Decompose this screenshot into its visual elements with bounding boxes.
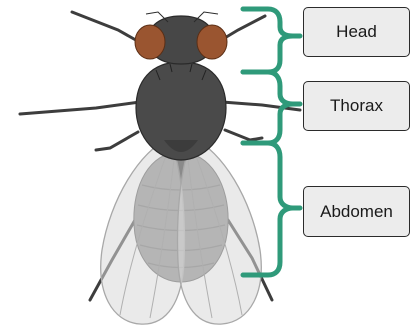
right-eye: [197, 25, 227, 59]
abdomen-label: Abdomen: [303, 186, 410, 237]
left-wing: [101, 138, 185, 324]
head-bracket: [243, 9, 300, 72]
left-eye: [135, 25, 165, 59]
right-wing: [178, 138, 262, 324]
thorax-label: Thorax: [303, 81, 410, 131]
head-label: Head: [303, 7, 410, 57]
